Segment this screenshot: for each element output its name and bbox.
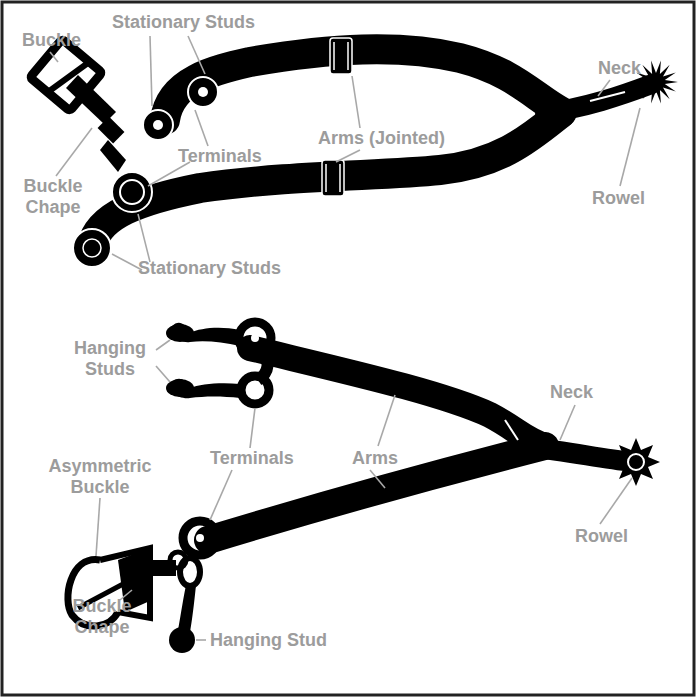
part-label: Stationary Studs — [112, 12, 255, 33]
rowel — [612, 438, 660, 486]
part-label: Neck — [550, 382, 593, 403]
spur-top — [92, 49, 652, 246]
part-label: Hanging Studs — [60, 338, 160, 380]
leader-lines — [50, 36, 640, 640]
hanging-studs — [166, 322, 271, 653]
part-label: Buckle Chape — [62, 596, 142, 638]
neck-highlight — [505, 420, 518, 440]
part-label: Asymmetric Buckle — [40, 456, 160, 498]
buckle — [30, 39, 126, 172]
part-label: Terminals — [178, 146, 262, 167]
spur-bottom — [208, 348, 632, 540]
part-label: Buckle — [22, 30, 81, 51]
part-label: Arms (Jointed) — [318, 128, 445, 149]
part-label: Terminals — [210, 448, 294, 469]
neck-highlight — [590, 92, 625, 101]
rowel-pin — [628, 454, 644, 470]
arm-joints — [322, 38, 352, 196]
part-label: Buckle Chape — [14, 176, 92, 218]
part-label: Hanging Stud — [210, 630, 327, 651]
part-label: Rowel — [592, 188, 645, 209]
part-label: Neck — [598, 58, 641, 79]
part-label: Arms — [352, 448, 398, 469]
part-label: Rowel — [575, 526, 628, 547]
part-label: Stationary Studs — [138, 258, 281, 279]
